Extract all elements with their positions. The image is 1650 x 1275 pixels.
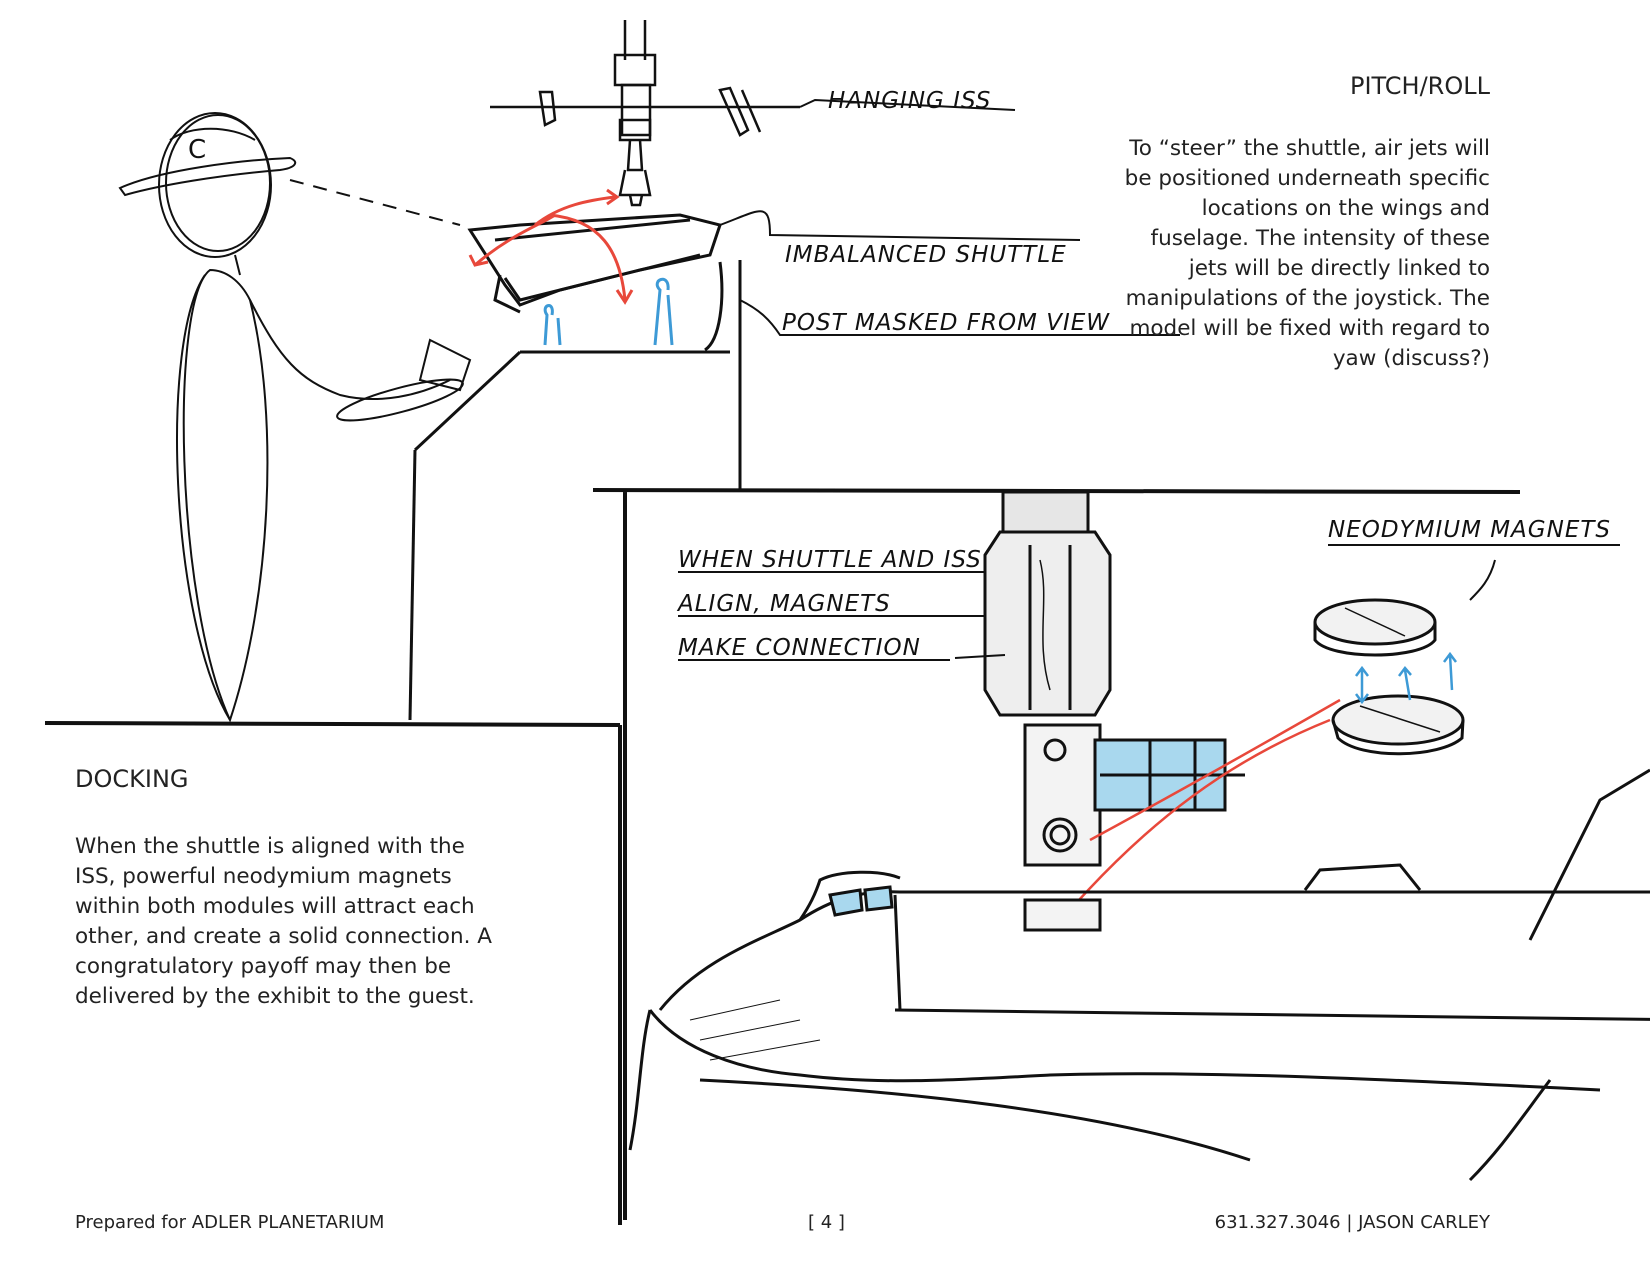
footer-contact: 631.327.3046 | JASON CARLEY: [1214, 1212, 1490, 1233]
hanging-iss: [490, 20, 800, 207]
docking-heading: DOCKING: [75, 765, 189, 793]
neodymium-magnets: [1313, 598, 1465, 756]
label-align-line2: ALIGN, MAGNETS: [676, 591, 891, 617]
magnet-attraction-arrows: [1355, 651, 1457, 705]
pitch-roll-description: To “steer” the shuttle, air jets will be…: [1124, 136, 1490, 371]
sight-line: [289, 179, 461, 226]
svg-text:C: C: [188, 135, 206, 165]
label-imbalanced-shuttle: IMBALANCED SHUTTLE: [785, 242, 1067, 268]
pitch-roll-heading: PITCH/ROLL: [1349, 72, 1490, 100]
tilt-arrows: [468, 188, 634, 305]
guest-figure: C: [118, 112, 472, 723]
magnet-leader-lines: [1069, 698, 1341, 911]
label-hanging-iss: HANGING ISS: [828, 88, 991, 114]
top-floor-line: [44, 721, 621, 727]
console: [408, 260, 742, 721]
shuttle-nose: [628, 768, 1650, 1182]
iss-docking-module: [983, 490, 1245, 867]
footer-prepared-for: Prepared for ADLER PLANETARIUM: [75, 1212, 385, 1233]
label-neodymium-magnets: NEODYMIUM MAGNETS: [1328, 517, 1611, 543]
docking-description: When the shuttle is aligned with the ISS…: [75, 834, 492, 1009]
label-post-masked: POST MASKED FROM VIEW: [782, 310, 1110, 336]
footer-page-number: [ 4 ]: [808, 1212, 845, 1233]
label-align-line1: WHEN SHUTTLE AND ISS: [678, 547, 982, 573]
air-jets: [543, 277, 674, 346]
label-align-line3: MAKE CONNECTION: [678, 635, 921, 661]
